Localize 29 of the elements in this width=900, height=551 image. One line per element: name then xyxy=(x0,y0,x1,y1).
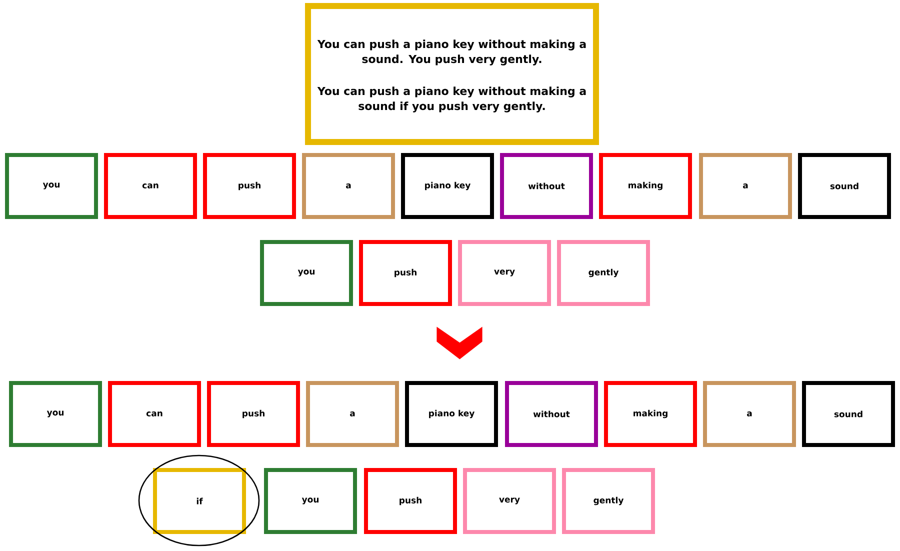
word-card: push xyxy=(203,153,296,219)
word-card: you xyxy=(9,380,102,447)
word-card: you xyxy=(260,240,353,306)
word-card: you xyxy=(5,153,98,219)
word-card: sound xyxy=(802,380,895,447)
word-card: making xyxy=(599,153,692,219)
word-card: can xyxy=(108,380,201,447)
word-card: gently xyxy=(557,240,650,306)
word-card: can xyxy=(104,153,197,219)
word-card: very xyxy=(458,240,551,306)
word-card: without xyxy=(505,380,598,447)
word-card: sound xyxy=(798,153,891,219)
word-card: push xyxy=(207,380,300,447)
word-card: if xyxy=(153,468,246,534)
word-card: you xyxy=(264,468,357,534)
word-card: piano key xyxy=(401,153,494,219)
word-card: piano key xyxy=(405,380,498,447)
word-card: a xyxy=(302,153,395,219)
word-card: push xyxy=(364,468,457,534)
word-card: very xyxy=(463,468,556,534)
word-card: a xyxy=(703,380,796,447)
word-card: making xyxy=(604,380,697,447)
word-card: without xyxy=(500,153,593,219)
word-card: push xyxy=(359,240,452,306)
sentence-text: You can push a piano key without making a sound. You push very gently. xyxy=(317,40,586,66)
word-card: a xyxy=(306,380,399,447)
sentence-text: You can push a piano key without making a sound if you push very gently. xyxy=(317,86,586,112)
word-card: gently xyxy=(562,468,655,534)
word-card: a xyxy=(699,153,792,219)
